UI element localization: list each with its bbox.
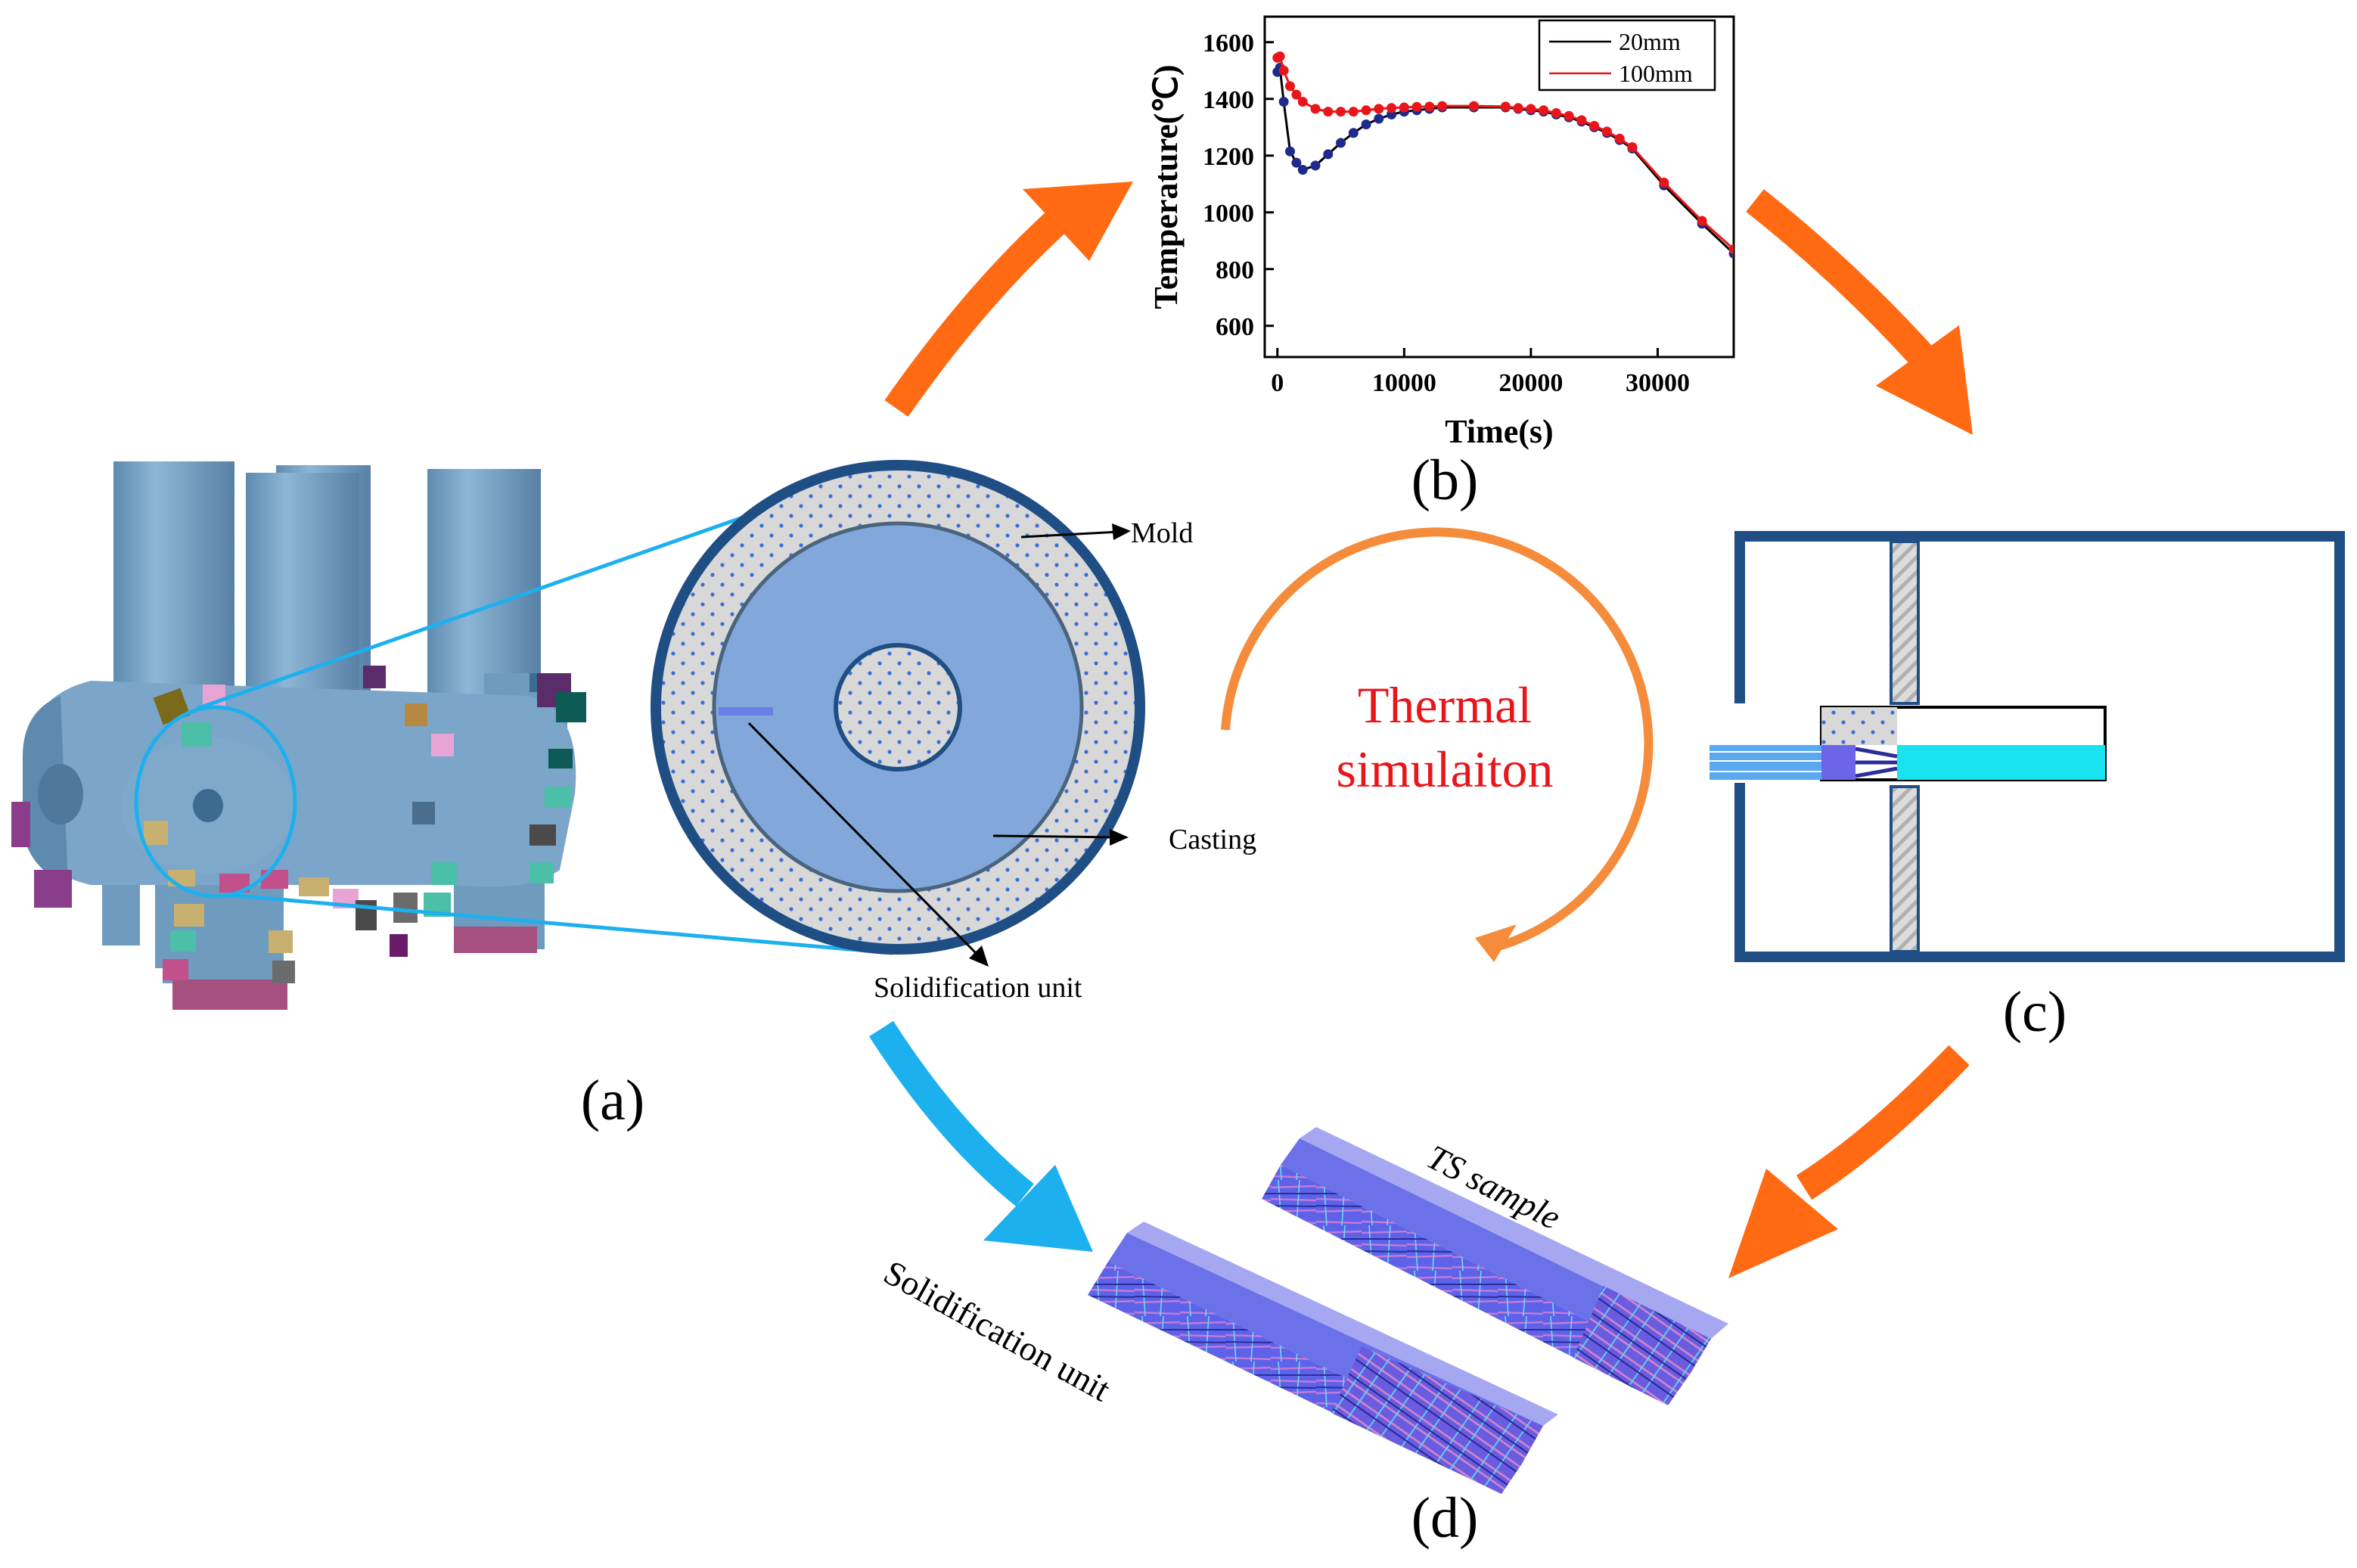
casting-pointer	[992, 834, 1117, 839]
data-point-100mm	[1564, 110, 1574, 121]
x-axis-label: Time(s)	[1445, 413, 1553, 450]
panel-label-b: (b)	[1411, 449, 1479, 512]
casting-label: Casting	[1169, 824, 1256, 855]
data-point-100mm	[1297, 97, 1308, 107]
solidification-unit-label: Solidification unit	[874, 972, 1082, 1004]
legend: 20mm 100mm	[1538, 19, 1716, 92]
upper-clamp	[1890, 540, 1920, 705]
data-point-100mm	[1551, 108, 1561, 118]
x-tick-label: 10000	[1372, 369, 1436, 397]
legend-label-100mm: 100mm	[1619, 60, 1693, 87]
panel-label-a: (a)	[581, 1069, 644, 1132]
thermal-simulation-line2: simulaiton	[1336, 741, 1553, 798]
data-point-100mm	[1589, 120, 1600, 131]
mold-pointer	[1020, 530, 1120, 539]
chamber-frame	[1734, 531, 2345, 962]
cycle-arrow	[1221, 527, 1654, 952]
data-point-20mm	[1278, 97, 1289, 107]
data-point-100mm	[1697, 216, 1707, 226]
data-point-100mm	[1627, 142, 1638, 152]
data-point-100mm	[1278, 65, 1289, 76]
y-axis-label: Temperature(℃)	[1147, 64, 1185, 309]
data-point-20mm	[1336, 138, 1346, 148]
data-point-100mm	[1424, 101, 1435, 112]
arrow-a-to-b	[884, 182, 1133, 417]
data-point-100mm	[1500, 101, 1511, 112]
y-axis: 600 800 1000 1200 1400 1600	[1203, 29, 1274, 341]
data-point-100mm	[1291, 89, 1302, 100]
arrow-a-to-d	[869, 1020, 1093, 1252]
lower-clamp	[1890, 785, 1920, 953]
heated-zone	[1897, 745, 2105, 780]
arrow-b-to-c	[1746, 189, 1973, 435]
data-point-100mm	[1728, 244, 1734, 254]
data-point-20mm	[1291, 157, 1302, 168]
data-point-20mm	[1323, 149, 1334, 160]
casting-assembly-model	[11, 461, 586, 1010]
data-point-100mm	[1323, 107, 1334, 117]
core	[834, 643, 962, 772]
panel-label-c: (c)	[2003, 980, 2067, 1044]
arrow-c-to-d	[1728, 1045, 1970, 1278]
data-point-100mm	[1526, 104, 1536, 114]
specimen-mesh	[1821, 707, 1897, 745]
solidification-unit-pointer	[747, 722, 981, 958]
data-point-100mm	[1275, 51, 1285, 61]
cold-end	[1710, 745, 1823, 780]
thermal-simulation-line1: Thermal	[1358, 676, 1532, 734]
x-tick-label: 30000	[1626, 369, 1690, 397]
data-point-20mm	[1310, 160, 1321, 171]
data-point-20mm	[1348, 128, 1359, 138]
solidification-unit-marker	[719, 707, 773, 716]
cross-section	[651, 460, 1145, 955]
legend-label-20mm: 20mm	[1619, 28, 1681, 55]
data-point-100mm	[1374, 104, 1384, 114]
data-point-100mm	[1285, 81, 1296, 92]
data-point-100mm	[1361, 105, 1371, 116]
ts-sample-bar	[1262, 1127, 1728, 1405]
y-tick-label: 600	[1216, 313, 1254, 341]
y-tick-label: 1200	[1203, 143, 1254, 171]
data-point-100mm	[1399, 102, 1409, 113]
data-point-100mm	[1336, 107, 1346, 117]
data-point-100mm	[1411, 101, 1422, 112]
zoom-ellipse	[134, 705, 297, 899]
data-point-100mm	[1437, 101, 1448, 111]
zoom-line-lower	[226, 893, 893, 955]
data-point-100mm	[1539, 105, 1549, 116]
solidification-unit-sample-label: Solidification unit	[877, 1253, 1117, 1408]
data-point-20mm	[1361, 120, 1371, 129]
plot-series	[1272, 51, 1734, 259]
y-tick-label: 800	[1216, 256, 1254, 284]
zoom-line-upper	[196, 514, 746, 711]
data-point-100mm	[1468, 101, 1479, 111]
thermal-simulator-schematic	[1710, 531, 2345, 962]
x-axis: 0 10000 20000 30000	[1271, 348, 1690, 397]
data-point-100mm	[1387, 103, 1397, 113]
y-tick-label: 1600	[1203, 29, 1254, 57]
data-point-100mm	[1659, 177, 1669, 188]
panel-label-d: (d)	[1411, 1486, 1479, 1550]
y-tick-label: 1400	[1203, 86, 1254, 114]
mold-label: Mold	[1131, 517, 1193, 549]
data-point-100mm	[1310, 104, 1321, 114]
data-point-100mm	[1576, 115, 1587, 126]
data-point-100mm	[1601, 126, 1612, 137]
x-tick-label: 0	[1271, 369, 1284, 397]
data-point-100mm	[1513, 103, 1523, 113]
data-point-20mm	[1297, 165, 1308, 175]
solidification-unit-bar	[1088, 1222, 1558, 1494]
y-tick-label: 1000	[1203, 200, 1254, 228]
x-tick-label: 20000	[1498, 369, 1563, 397]
data-point-100mm	[1614, 133, 1625, 144]
data-point-100mm	[1348, 107, 1359, 117]
data-point-20mm	[1374, 113, 1384, 124]
data-point-20mm	[1285, 146, 1296, 157]
